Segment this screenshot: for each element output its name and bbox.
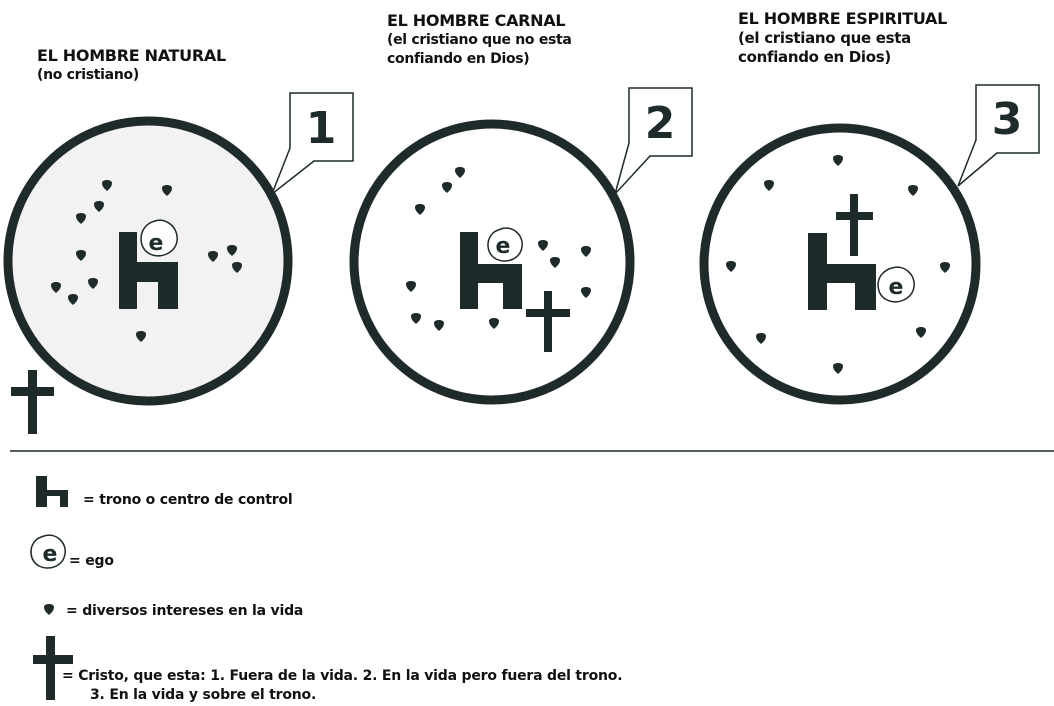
panel-1-heading: EL HOMBRE NATURAL (no cristiano) — [37, 46, 226, 85]
ego-2-letter: e — [496, 234, 511, 259]
panel-3-number: 3 — [992, 94, 1023, 145]
legend-throne-text: = trono o centro de control — [83, 492, 293, 508]
legend-ego-icon: e — [30, 534, 66, 569]
panel-2-subtitle-line1: (el cristiano que no esta — [387, 32, 572, 48]
panel-2-circle — [349, 119, 635, 405]
panel-3-subtitle-line2: confiando en Dios) — [738, 48, 891, 66]
cross-outside — [11, 370, 54, 434]
ego-1-letter: e — [149, 231, 164, 256]
throne-2 — [460, 232, 522, 309]
panel-2-heading: EL HOMBRE CARNAL (el cristiano que no es… — [387, 11, 572, 69]
cross-2 — [526, 291, 570, 352]
throne-1 — [119, 232, 178, 309]
panel-2-subtitle-line2: confiando en Dios) — [387, 51, 530, 67]
legend-interests-text: = diversos intereses en la vida — [66, 603, 304, 619]
panel-3-heading: EL HOMBRE ESPIRITUAL (el cristiano que e… — [738, 9, 947, 67]
number-box-3: 3 — [957, 84, 1040, 187]
ego-3-letter: e — [889, 275, 904, 300]
cross-3 — [836, 194, 873, 256]
legend-ego-letter: e — [43, 542, 58, 567]
legend-interest-icon — [44, 604, 54, 615]
number-box-1: 1 — [270, 92, 354, 197]
legend-christ-text-line1: = Cristo, que esta: 1. Fuera de la vida.… — [62, 668, 623, 684]
ego-1: e — [140, 219, 178, 257]
panel-3-subtitle-line1: (el cristiano que esta — [738, 29, 911, 47]
panel-3-title: EL HOMBRE ESPIRITUAL — [738, 9, 948, 28]
number-box-2: 2 — [614, 87, 693, 195]
panel-1-subtitle: (no cristiano) — [37, 67, 139, 83]
legend-christ-text-line2: 3. En la vida y sobre el trono. — [90, 687, 317, 703]
throne-3 — [808, 233, 876, 310]
legend-cross-icon — [33, 636, 73, 700]
ego-2: e — [487, 227, 523, 262]
ego-3: e — [877, 266, 915, 303]
panel-1-title: EL HOMBRE NATURAL — [37, 46, 226, 65]
panel-2-number: 2 — [645, 98, 676, 149]
panel-2-title: EL HOMBRE CARNAL — [387, 11, 566, 30]
panel-1-number: 1 — [306, 103, 337, 154]
panel-1-circle — [3, 116, 293, 406]
legend-throne-icon — [36, 476, 68, 507]
legend-ego-text: = ego — [69, 553, 114, 569]
